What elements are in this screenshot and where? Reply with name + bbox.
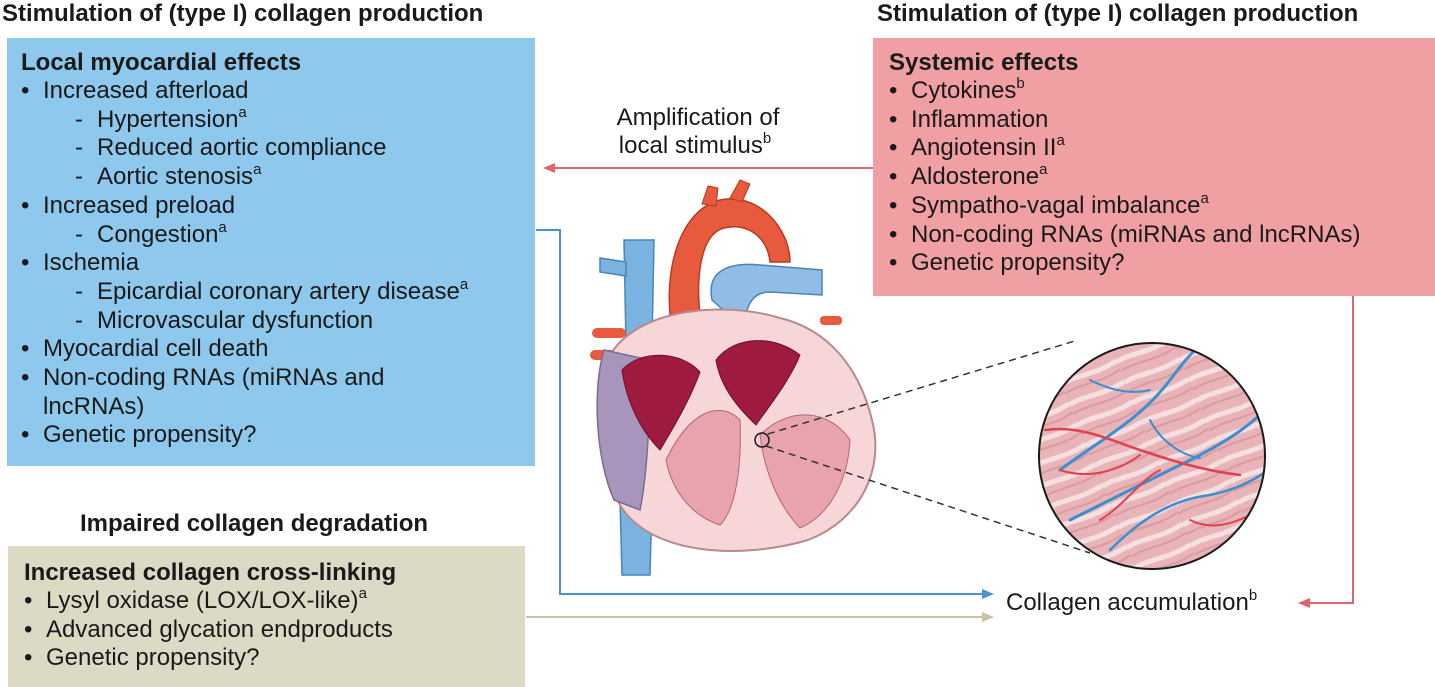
footnote-mark: a xyxy=(1200,189,1209,207)
bullet-mark: - xyxy=(75,163,83,191)
list-item-text: Inflammation xyxy=(911,105,1049,133)
local-effects-box: Local myocardial effects • Increased afte… xyxy=(7,38,535,466)
bullet-mark: • xyxy=(21,335,30,363)
heading-systemic-stimulation: Stimulation of (type I) collagen product… xyxy=(877,0,1359,27)
bullet-mark: • xyxy=(21,191,30,219)
bullet-mark: - xyxy=(75,220,83,248)
list-item: • Increased afterload xyxy=(21,77,535,106)
bullet-mark: • xyxy=(24,587,33,614)
bullet-mark: • xyxy=(21,421,30,449)
crosslinking-list: • Lysyl oxidase (LOX/LOX-like)a • Advanced … xyxy=(24,585,525,673)
systemic-effects-title: Systemic effects xyxy=(889,49,1079,76)
list-item-text: Ischemia xyxy=(43,249,140,277)
list-item: -Aortic stenosisa xyxy=(21,161,535,192)
bullet-mark: • xyxy=(24,615,33,643)
list-item-text: Aldosterone xyxy=(911,163,1040,191)
systemic-to-accumulation-arrow xyxy=(1298,296,1354,608)
list-item: -Congestiona xyxy=(21,218,535,250)
list-item-text: Cytokines xyxy=(911,77,1017,104)
footnote-mark: a xyxy=(218,218,227,236)
list-item-text: Increased afterload xyxy=(43,77,249,104)
list-item: • Genetic propensity? xyxy=(24,644,525,673)
heart-illustration xyxy=(590,179,877,576)
list-item: • Ischemia xyxy=(21,249,535,278)
systemic-effects-box: Systemic effects • Cytokinesb • Inflammatio… xyxy=(873,38,1435,296)
list-item: • Aldosteronea xyxy=(889,161,1435,192)
bullet-mark: - xyxy=(75,306,83,334)
list-item-text: Aortic stenosis xyxy=(97,163,254,191)
list-item-text: Microvascular dysfunction xyxy=(97,306,374,334)
footnote-mark: a xyxy=(459,275,469,293)
local-to-accumulation-arrow xyxy=(536,229,994,599)
list-item: • Inflammation xyxy=(889,106,1435,135)
heading-impaired-degradation: Impaired collagen degradation xyxy=(80,510,429,537)
list-item-text: Hypertension xyxy=(97,105,239,133)
collagen-accumulation-label: Collagen accumulationb xyxy=(1006,587,1258,616)
list-item: • Sympatho-vagal imbalancea xyxy=(889,189,1435,221)
local-effects-title: Local myocardial effects xyxy=(21,49,302,76)
list-item-text: Myocardial cell death xyxy=(43,335,269,363)
bullet-mark: • xyxy=(21,249,30,277)
bullet-mark: • xyxy=(889,134,898,162)
list-item-text: Genetic propensity? xyxy=(46,644,260,672)
amplification-label: Amplification of local stimulusb xyxy=(608,104,788,160)
list-item: • Non-coding RNAs (miRNAs and lncRNAs) xyxy=(889,221,1435,250)
list-item-text: Reduced aortic compliance xyxy=(97,134,387,162)
bullet-mark: • xyxy=(21,77,30,104)
crosslinking-title: Increased collagen cross-linking xyxy=(24,559,397,586)
footnote-mark: a xyxy=(1039,161,1048,179)
crosslinking-box: Increased collagen cross-linking • Lysyl … xyxy=(8,546,525,687)
list-item: -Reduced aortic compliance xyxy=(21,134,535,163)
list-item-text: Angiotensin II xyxy=(911,134,1057,162)
heading-local-stimulation: Stimulation of (type I) collagen product… xyxy=(2,0,484,27)
list-item: -Epicardial coronary artery diseasea xyxy=(21,275,535,307)
list-item: • Increased preload xyxy=(21,192,535,221)
list-item: • Myocardial cell death xyxy=(21,335,535,364)
list-item-text: Lysyl oxidase (LOX/LOX-like) xyxy=(46,587,359,614)
list-item: • Cytokinesb xyxy=(889,75,1435,106)
list-item-text: Non-coding RNAs (miRNAs and lncRNAs) xyxy=(911,220,1361,248)
amplification-line-2: local stimulusb xyxy=(618,130,772,159)
list-item: -Hypertensiona xyxy=(21,103,535,135)
list-item-text: lncRNAs) xyxy=(43,392,145,420)
tissue-sample-marker xyxy=(754,432,770,448)
list-item-text: Sympatho-vagal imbalance xyxy=(911,191,1201,219)
footnote-mark: a xyxy=(1056,132,1065,150)
bullet-mark: • xyxy=(889,163,898,191)
bullet-mark: - xyxy=(75,134,83,162)
list-item-text: Genetic propensity? xyxy=(911,249,1125,277)
list-item-text: Advanced glycation endproducts xyxy=(46,615,393,643)
list-item: lncRNAs) xyxy=(21,393,535,422)
list-item-text: Genetic propensity? xyxy=(43,421,257,449)
list-item: • Angiotensin IIa xyxy=(889,132,1435,163)
list-item-text: Increased preload xyxy=(43,191,236,219)
list-item: • Non-coding RNAs (miRNAs and xyxy=(21,364,535,393)
systemic-effects-list: •Cytokinesb•Inflammation•Angiotensin IIa… xyxy=(889,75,1435,278)
footnote-mark: b xyxy=(1016,75,1025,92)
list-item: • Advanced glycation endproducts xyxy=(24,616,525,645)
bullet-mark: • xyxy=(24,644,33,672)
bullet-mark: - xyxy=(75,277,83,305)
footnote-mark: a xyxy=(238,103,247,121)
list-item-text: Congestion xyxy=(97,220,219,248)
list-item-text: Epicardial coronary artery disease xyxy=(97,277,460,305)
list-item: -Microvascular dysfunction xyxy=(21,307,535,336)
bullet-mark: • xyxy=(889,105,898,133)
list-item: • Genetic propensity? xyxy=(21,421,535,450)
list-item-text: Non-coding RNAs (miRNAs and xyxy=(43,364,385,392)
footnote-mark: a xyxy=(253,161,262,179)
magnified-tissue-icon xyxy=(1038,342,1266,570)
list-item: • Genetic propensity? xyxy=(889,249,1435,278)
bullet-mark: • xyxy=(889,220,898,248)
bullet-mark: • xyxy=(889,77,898,104)
bullet-mark: • xyxy=(21,364,30,392)
amplification-line-1: Amplification of xyxy=(616,104,780,131)
local-effects-list: •Increased afterload-Hypertensiona-Reduc… xyxy=(21,77,535,450)
list-item: • Lysyl oxidase (LOX/LOX-like)a xyxy=(24,585,525,616)
footnote-mark: a xyxy=(358,585,367,602)
bullet-mark: • xyxy=(889,249,898,277)
bullet-mark: - xyxy=(75,105,83,133)
bullet-mark: • xyxy=(889,191,898,219)
